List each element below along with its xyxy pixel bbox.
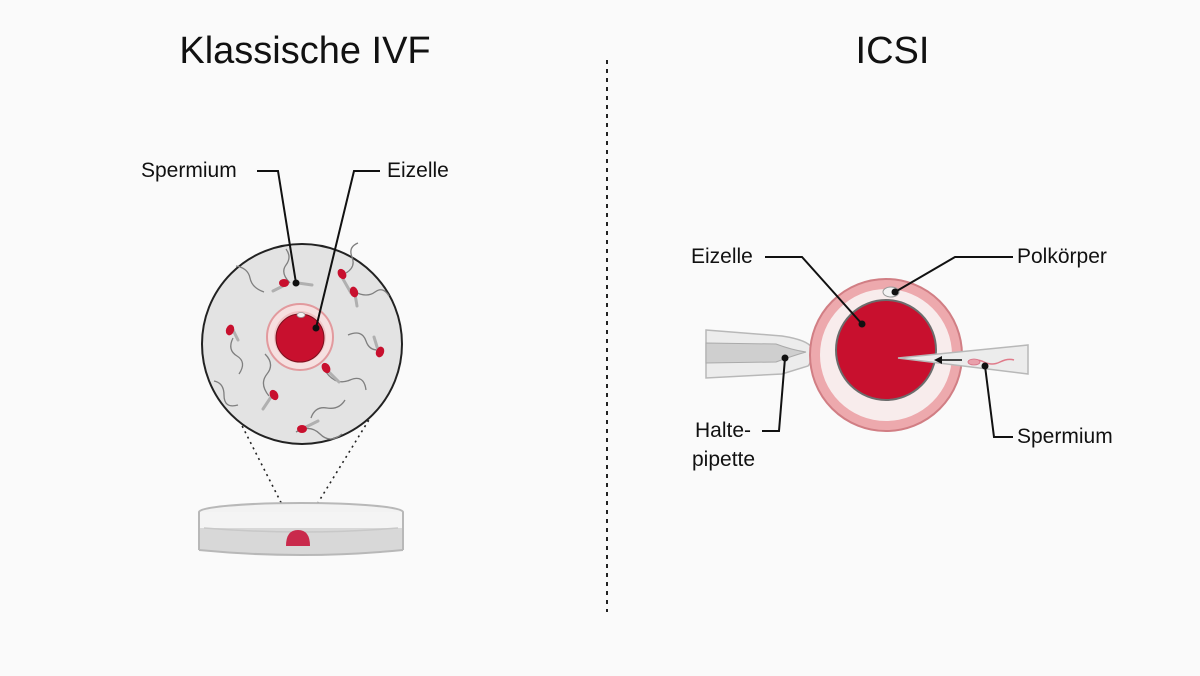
label-egg-left: Eizelle	[387, 159, 449, 182]
label-holding-pipette-2: pipette	[692, 448, 756, 471]
title-classic-ivf: Klassische IVF	[179, 30, 431, 72]
magnified-view	[201, 242, 403, 445]
leader-sperm-left	[257, 170, 297, 284]
title-icsi: ICSI	[855, 30, 930, 72]
leader-egg-left	[315, 170, 380, 329]
label-sperm-left: Spermium	[141, 159, 237, 182]
injection-pipette	[897, 344, 1029, 375]
label-polar-body: Polkörper	[1017, 245, 1107, 268]
label-egg-right: Eizelle	[691, 245, 753, 268]
leader-sperm-right	[984, 365, 1013, 438]
label-holding-pipette-1: Halte-	[695, 419, 752, 442]
leader-polar-body	[894, 256, 1013, 293]
petri-dish	[198, 502, 404, 556]
leader-egg-right	[765, 256, 863, 325]
icsi-egg	[809, 278, 963, 432]
leader-holding-pipette	[762, 357, 786, 432]
holding-pipette	[705, 329, 813, 379]
label-sperm-right: Spermium	[1017, 425, 1113, 448]
